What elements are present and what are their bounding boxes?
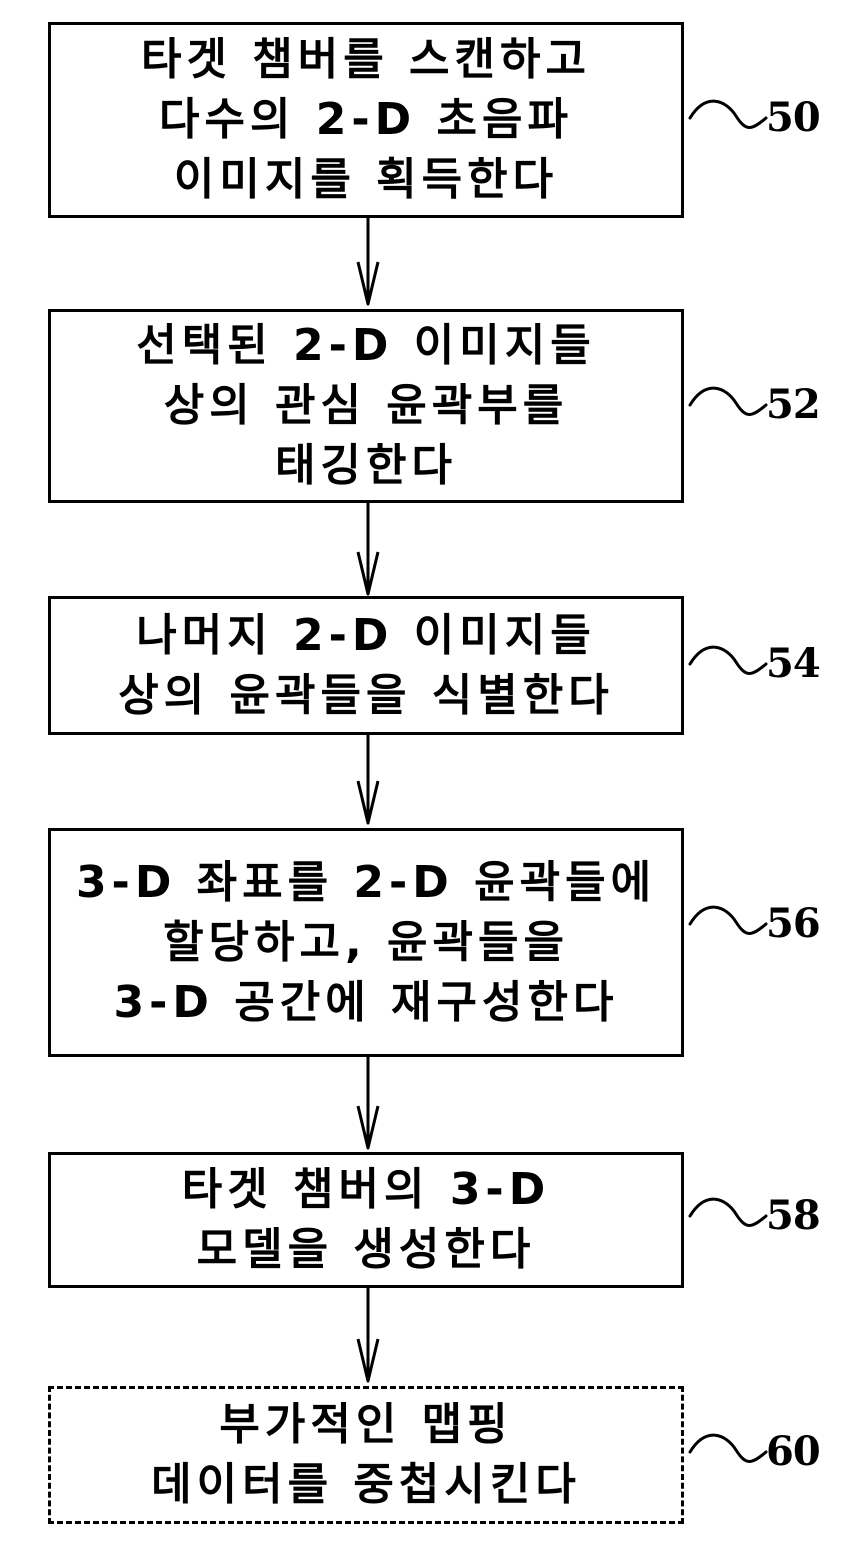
- process-step-60-optional: 부가적인 맵핑 데이터를 중첩시킨다: [48, 1386, 684, 1524]
- step-text-line: 선택된 2-D 이미지들: [136, 316, 595, 376]
- process-step-56: 3-D 좌표를 2-D 윤곽들에 할당하고, 윤곽들을 3-D 공간에 재구성한…: [48, 828, 684, 1057]
- process-step-54: 나머지 2-D 이미지들 상의 윤곽들을 식별한다: [48, 596, 684, 735]
- reference-numeral-52: 52: [766, 381, 820, 429]
- step-text-line: 데이터를 중첩시킨다: [151, 1455, 581, 1515]
- leader-line-52: [690, 388, 766, 414]
- leader-line-56: [690, 907, 766, 933]
- step-text-line: 태깅한다: [275, 436, 457, 496]
- step-text-line: 3-D 좌표를 2-D 윤곽들에: [76, 853, 656, 913]
- process-step-50: 타겟 챔버를 스캔하고 다수의 2-D 초음파 이미지를 획득한다: [48, 22, 684, 218]
- step-text-line: 부가적인 맵핑: [219, 1395, 512, 1455]
- leader-line-60: [690, 1435, 766, 1461]
- step-text-line: 이미지를 획득한다: [174, 150, 558, 210]
- step-text-line: 타겟 챔버의 3-D: [182, 1160, 550, 1220]
- step-text-line: 나머지 2-D 이미지들: [136, 606, 595, 666]
- reference-numeral-56: 56: [766, 900, 820, 948]
- step-text-line: 모델을 생성한다: [197, 1220, 536, 1280]
- step-text-line: 다수의 2-D 초음파: [159, 90, 573, 150]
- step-text-line: 상의 관심 윤곽부를: [164, 376, 568, 436]
- reference-numeral-50: 50: [766, 94, 820, 142]
- leader-line-58: [690, 1199, 766, 1225]
- step-text-line: 3-D 공간에 재구성한다: [114, 973, 619, 1033]
- reference-numeral-54: 54: [766, 640, 820, 688]
- reference-numeral-60: 60: [766, 1428, 820, 1476]
- step-text-line: 할당하고, 윤곽들을: [163, 913, 569, 973]
- step-text-line: 상의 윤곽들을 식별한다: [118, 666, 613, 726]
- leader-line-50: [690, 101, 766, 127]
- step-text-line: 타겟 챔버를 스캔하고: [141, 30, 591, 90]
- process-step-58: 타겟 챔버의 3-D 모델을 생성한다: [48, 1152, 684, 1288]
- reference-numeral-58: 58: [766, 1192, 820, 1240]
- process-step-52: 선택된 2-D 이미지들 상의 관심 윤곽부를 태깅한다: [48, 309, 684, 503]
- leader-line-54: [690, 647, 766, 673]
